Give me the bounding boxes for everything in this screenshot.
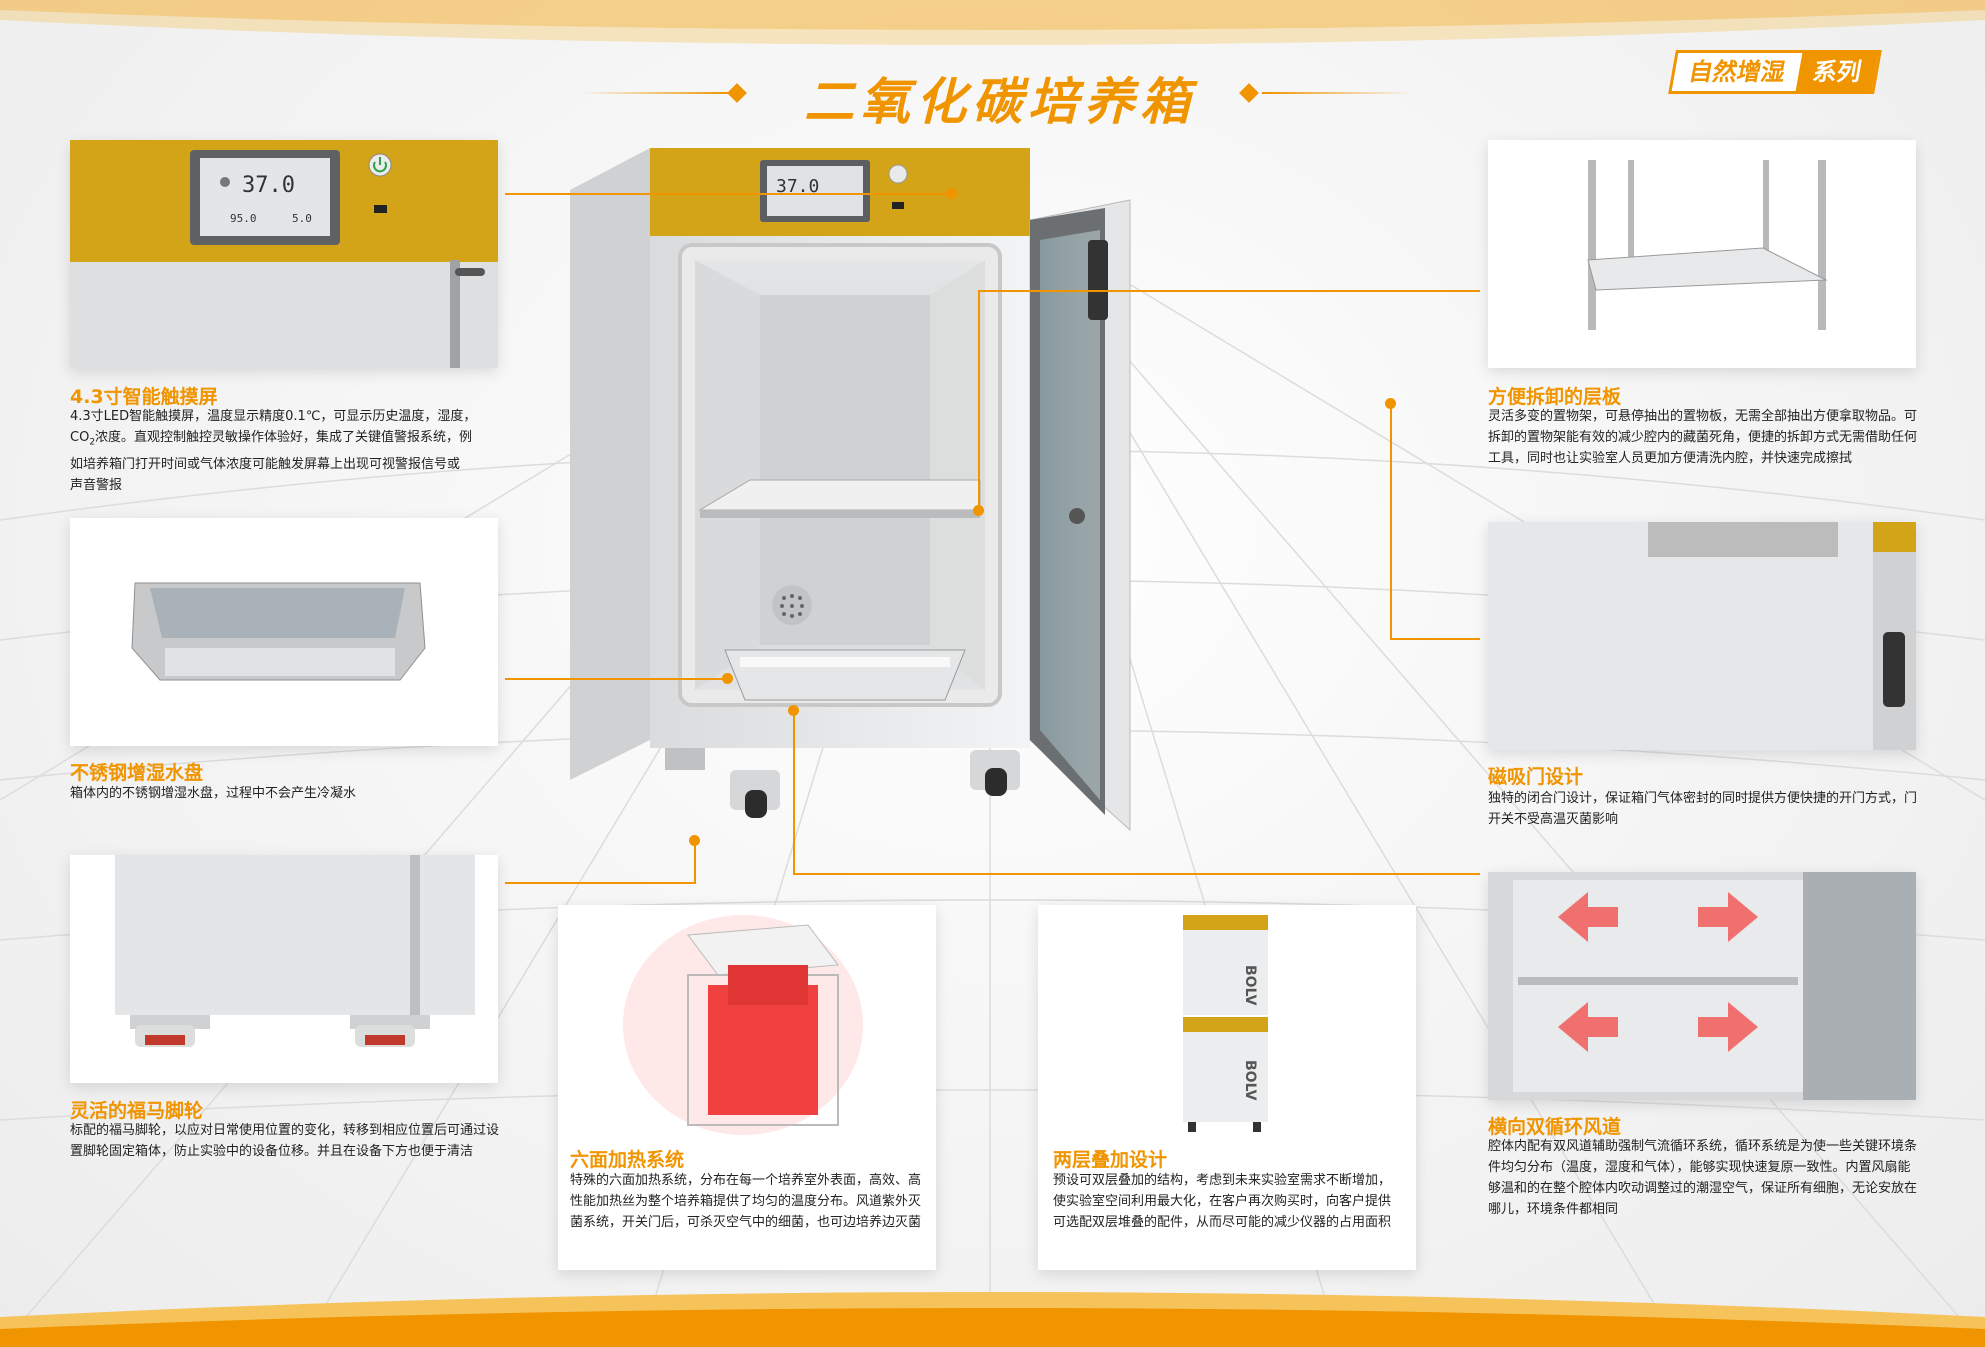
leader-dot-casters xyxy=(689,835,700,846)
leader-line-door-vertical xyxy=(1390,405,1392,640)
touchscreen-image-panel: 37.0 95.0 5.0 xyxy=(70,140,498,368)
title-line-left xyxy=(580,92,730,94)
leader-line-shelf-vertical xyxy=(978,290,980,510)
power-icon xyxy=(368,153,392,177)
casters-image-panel xyxy=(70,855,498,1083)
leader-dot-door xyxy=(1385,398,1396,409)
feature-text-line: 声音警报 xyxy=(70,477,123,493)
leader-line-door xyxy=(1390,638,1480,640)
leader-line-casters-vertical xyxy=(694,843,696,884)
feature-text-shelf: 灵活多变的置物架，可悬停抽出的置物板，无需全部抽出方便拿取物品。可拆卸的置物架能… xyxy=(1488,409,1918,466)
feature-title-magnetic-door: 磁吸门设计 xyxy=(1488,766,1584,788)
feature-text-heating: 特殊的六面加热系统，分布在每一个培养室外表面，高效、高性能加热丝为整个培养箱提供… xyxy=(570,1173,922,1230)
page-header: 二氧化碳培养箱 xyxy=(580,62,1420,131)
removable-shelf-image xyxy=(1587,160,1828,330)
feature-text-line: CO2浓度。直观控制触控灵敏操作体验好，集成了关键值警报系统，例 xyxy=(70,427,500,454)
co2-rest: 浓度。直观控制触控灵敏操作体验好，集成了关键值警报系统，例 xyxy=(95,430,473,445)
feature-title-stacking: 两层叠加设计 xyxy=(1053,1149,1168,1171)
air-circulation-image-panel xyxy=(1488,872,1916,1100)
feature-title-water-pan: 不锈钢增湿水盘 xyxy=(70,762,204,784)
fan-grille-icon xyxy=(780,594,804,618)
stacked-incubators-image: BOLV BOLV xyxy=(1183,915,1268,1132)
bottom-wave-decoration xyxy=(0,1292,1985,1347)
feature-text-magnetic-door: 独特的闭合门设计，保证箱门气体密封的同时提供方便快捷的开门方式，门开关不受高温灭… xyxy=(1488,791,1918,827)
leader-line-shelf xyxy=(978,290,1480,292)
heating-system-panel: 六面加热系统 特殊的六面加热系统，分布在每一个培养室外表面，高效、高性能加热丝为… xyxy=(558,905,936,1270)
magnetic-door-closeup xyxy=(1488,522,1916,750)
stacking-design-panel: BOLV BOLV 两层叠加设计 预设可双层叠加的结构，考虑到未来实验室需求不断… xyxy=(1038,905,1416,1270)
feature-text-line: 如培养箱门打开时间或气体浓度可能触发屏幕上出现可视警报信号或 xyxy=(70,456,461,472)
screen-humidity-value: 95.0 xyxy=(230,212,257,225)
incubator-main-image: 37.0 xyxy=(570,148,1131,832)
feature-title-air-circulation: 横向双循环风道 xyxy=(1488,1116,1622,1138)
feature-text-stacking: 预设可双层叠加的结构，考虑到未来实验室需求不断增加，使实验室空间利用最大化，在客… xyxy=(1053,1173,1392,1230)
air-circulation-closeup xyxy=(1488,872,1916,1100)
co2-subscript: 2 xyxy=(89,437,96,448)
casters-closeup xyxy=(115,855,475,1047)
leader-dot-circulation xyxy=(788,705,799,716)
series-badge-suffix: 系列 xyxy=(1795,53,1879,91)
water-pan-closeup xyxy=(131,582,426,681)
leader-line-circulation-vertical xyxy=(793,712,795,875)
top-wave-decoration xyxy=(0,0,1985,45)
leader-dot-water-pan xyxy=(722,673,733,684)
leader-dot-shelf xyxy=(973,505,984,516)
feature-title-heating: 六面加热系统 xyxy=(570,1149,685,1171)
feature-title-touchscreen: 4.3寸智能触摸屏 xyxy=(70,386,218,408)
series-badge: 自然增湿 系列 xyxy=(1668,50,1882,94)
arrow-icon xyxy=(1558,892,1758,1052)
magnetic-door-image-panel xyxy=(1488,522,1916,750)
brand-label-top: BOLV xyxy=(1242,965,1258,1006)
feature-text-touchscreen: 4.3寸LED智能触摸屏，温度显示精度0.1℃，可显示历史温度，湿度， CO2浓… xyxy=(70,406,500,496)
leader-line-touchscreen xyxy=(505,193,955,195)
feature-title-casters: 灵活的福马脚轮 xyxy=(70,1100,204,1122)
usb-icon xyxy=(374,205,387,213)
heating-cube-image xyxy=(623,915,863,1135)
brand-label-bottom: BOLV xyxy=(1242,1060,1258,1101)
leader-dot-touchscreen xyxy=(946,188,957,199)
shelf-image-panel xyxy=(1488,140,1916,368)
series-badge-name: 自然增湿 xyxy=(1686,58,1788,86)
title-line-right xyxy=(1262,92,1412,94)
screen-co2-value: 5.0 xyxy=(292,212,312,225)
water-pan-image-panel xyxy=(70,518,498,746)
co2-prefix: CO xyxy=(70,430,90,445)
screen-temp-value: 37.0 xyxy=(242,173,295,198)
feature-title-shelf: 方便拆卸的层板 xyxy=(1488,386,1622,408)
leader-line-circulation xyxy=(793,873,1480,875)
leader-line-water-pan xyxy=(505,678,730,680)
touchscreen-closeup: 37.0 95.0 5.0 xyxy=(70,140,498,368)
feature-text-water-pan: 箱体内的不锈钢增湿水盘，过程中不会产生冷凝水 xyxy=(70,786,357,801)
leader-line-casters xyxy=(505,882,695,884)
page-title: 二氧化碳培养箱 xyxy=(804,73,1196,131)
feature-text-casters: 标配的福马脚轮，以应对日常使用位置的变化，转移到相应位置后可通过设置脚轮固定箱体… xyxy=(70,1123,500,1159)
feature-text-air-circulation: 腔体内配有双风道辅助强制气流循环系统，循环系统是为使一些关键环境条件均匀分布（温… xyxy=(1488,1139,1918,1217)
feature-text-line: 4.3寸LED智能触摸屏，温度显示精度0.1℃，可显示历史温度，湿度， xyxy=(70,409,477,424)
main-display-temp: 37.0 xyxy=(776,176,819,197)
